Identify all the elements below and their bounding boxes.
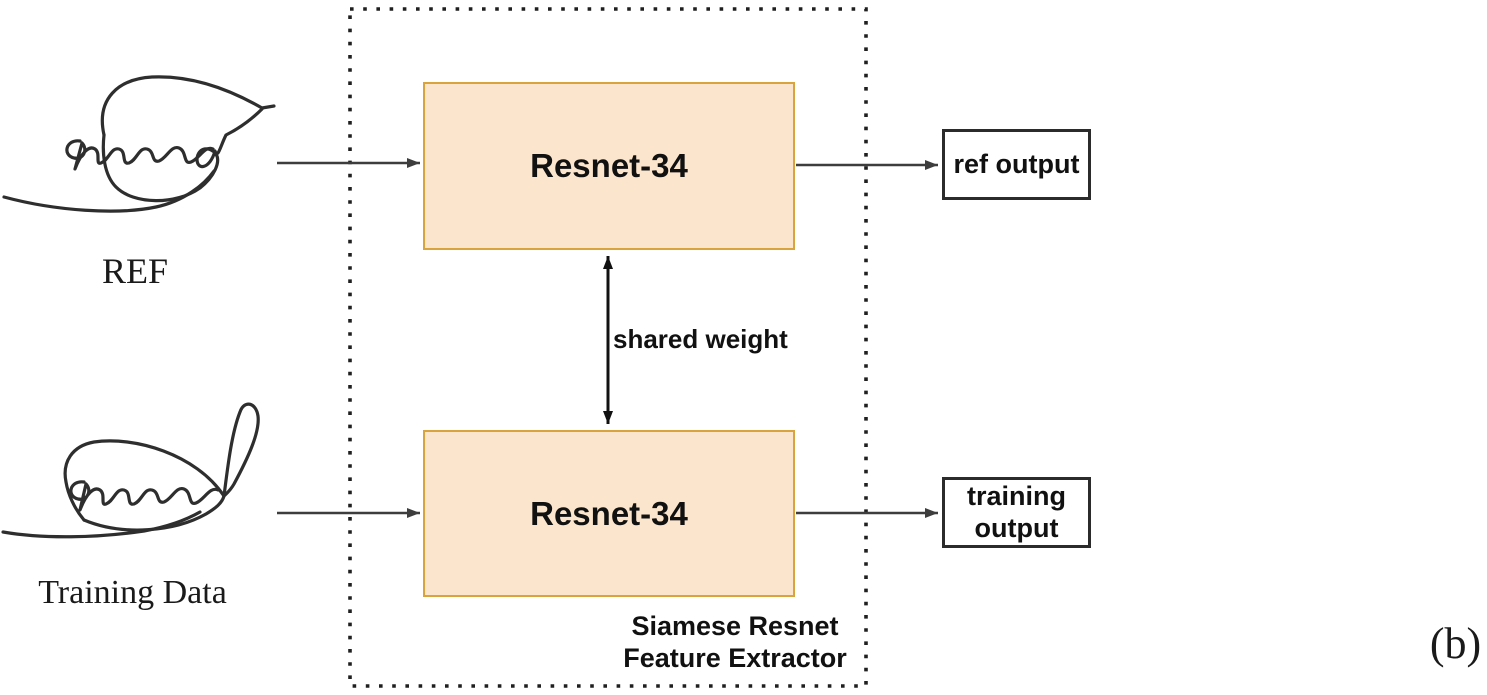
resnet-block-bottom-label: Resnet-34	[530, 494, 688, 532]
resnet-block-bottom: Resnet-34	[423, 430, 795, 597]
training-input-label: Training Data	[38, 574, 227, 611]
extractor-caption: Siamese Resnet Feature Extractor	[610, 611, 860, 674]
ref-signature-image	[2, 75, 276, 213]
ref-output-label: ref output	[953, 148, 1080, 179]
training-output-label: training output	[967, 481, 1066, 543]
training-output-box: training output	[942, 477, 1091, 548]
extractor-caption-line2: Feature Extractor	[623, 642, 847, 673]
shared-weight-label: shared weight	[613, 324, 788, 354]
ref-input-label: REF	[101, 251, 169, 291]
resnet-block-top: Resnet-34	[423, 82, 795, 250]
training-signature-image	[1, 402, 260, 539]
extractor-caption-line1: Siamese Resnet	[631, 611, 839, 641]
figure-caption: (b)	[1429, 619, 1482, 668]
ref-output-box: ref output	[942, 129, 1091, 200]
extractor-dotted-outline	[348, 7, 868, 688]
resnet-block-top-label: Resnet-34	[530, 147, 688, 184]
